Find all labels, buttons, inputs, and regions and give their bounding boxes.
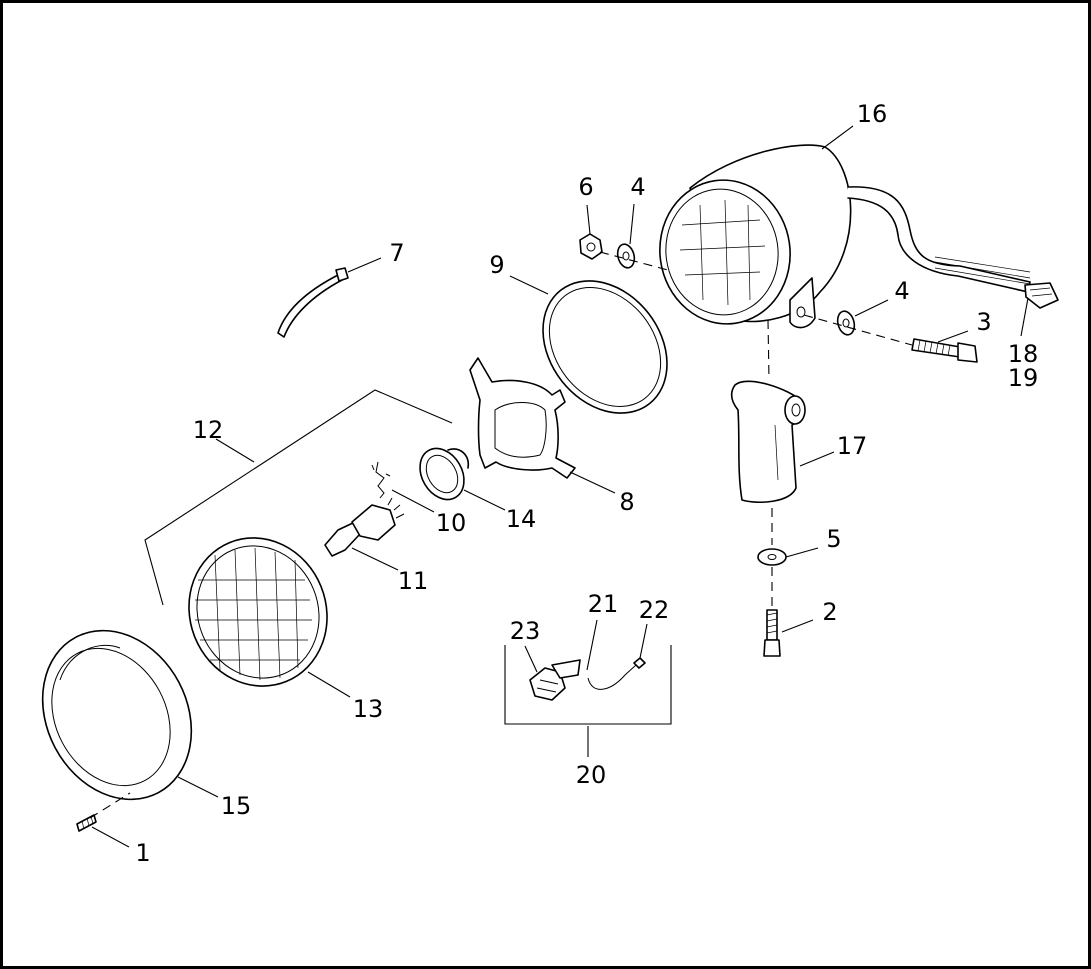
part-4-washer-upper — [616, 243, 636, 269]
part-2-bolt — [763, 609, 781, 657]
callout-3: 3 — [976, 308, 991, 336]
alignment-lines — [89, 251, 913, 819]
callout-19: 19 — [1008, 364, 1039, 392]
part-20-23-wiring-kit — [529, 657, 646, 701]
part-17-mount-bracket — [730, 380, 806, 504]
callout-4-upper: 4 — [630, 173, 645, 201]
callout-1: 1 — [135, 839, 150, 867]
part-10-spring-clip — [371, 461, 391, 499]
callout-23: 23 — [510, 617, 541, 645]
part-18-19-connector — [1024, 282, 1059, 309]
part-7-cable-strap — [277, 267, 349, 338]
callout-15: 15 — [221, 792, 252, 820]
callout-labels: 1 2 3 4 4 5 6 7 8 9 10 11 12 13 14 15 16… — [135, 100, 1038, 867]
callout-2: 2 — [822, 598, 837, 626]
callout-9: 9 — [489, 251, 504, 279]
callout-8: 8 — [619, 488, 634, 516]
leader-lines — [91, 125, 1029, 848]
callout-5: 5 — [826, 525, 841, 553]
callout-4-lower: 4 — [894, 277, 909, 305]
callout-13: 13 — [353, 695, 384, 723]
callout-17: 17 — [837, 432, 868, 460]
callout-10: 10 — [436, 509, 467, 537]
bracket-12-assembly — [144, 389, 453, 606]
callout-6: 6 — [578, 173, 593, 201]
part-3-bolt — [911, 338, 978, 363]
callout-22: 22 — [639, 596, 670, 624]
part-8-mounting-plate — [469, 357, 576, 479]
part-9-retaining-ring — [542, 280, 668, 414]
callout-21: 21 — [588, 590, 619, 618]
part-5-washer — [757, 548, 787, 566]
part-1-screw — [76, 814, 97, 832]
callout-11: 11 — [398, 567, 429, 595]
part-15-trim-ring — [41, 629, 193, 801]
part-16-headlamp-housing — [659, 144, 1031, 329]
part-13-lamp-lens — [188, 537, 328, 687]
callout-12: 12 — [193, 416, 224, 444]
part-11-bulb — [324, 497, 405, 557]
callout-14: 14 — [506, 505, 537, 533]
callout-20: 20 — [576, 761, 607, 789]
callout-16: 16 — [857, 100, 888, 128]
part-4-washer-lower — [836, 310, 856, 336]
part-14-bulb-retainer — [419, 447, 470, 501]
bracket-20-kit — [504, 645, 672, 725]
callout-18: 18 — [1008, 340, 1039, 368]
callout-7: 7 — [389, 239, 404, 267]
